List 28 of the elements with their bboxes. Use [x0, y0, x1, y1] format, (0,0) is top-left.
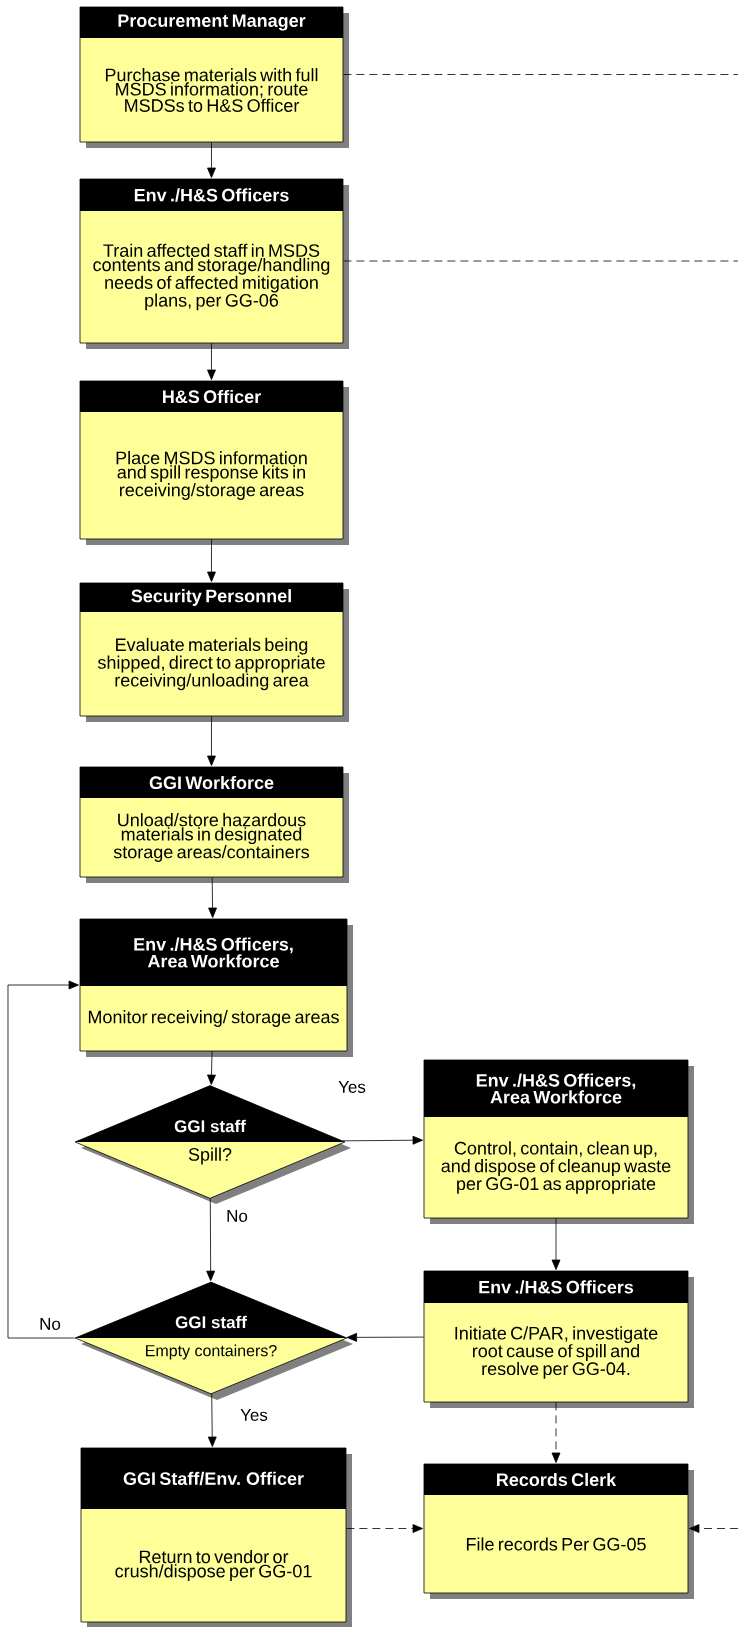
process-box: Env ./H&S Officers Initiate C/PAR, investigate root cause of spill and resolve per GG-04. — [423, 1270, 694, 1408]
process-box: H&S Officer Place MSDS information and spill response kits in receiving/storage areas — [79, 380, 349, 545]
edge-label: No — [225, 1209, 249, 1223]
arrow — [207, 716, 216, 766]
arrow — [207, 142, 216, 178]
arrow — [346, 1332, 424, 1342]
arrow — [207, 1393, 217, 1447]
process-box: Records Clerk File records Per GG-05 — [423, 1463, 694, 1599]
arrow — [342, 1135, 423, 1145]
arrow — [207, 539, 216, 582]
arrow — [551, 1402, 561, 1463]
arrow — [551, 1218, 561, 1270]
edge-label: Yes — [239, 1408, 269, 1422]
arrow — [207, 343, 216, 380]
process-box: Security Personnel Evaluate materials being shipped, direct to appropriate receiving/unloading area — [79, 582, 349, 722]
arrow — [208, 877, 217, 918]
arrow — [346, 1524, 423, 1533]
process-box: Procurement Manager Purchase materials with full MSDS information; route MSDSs to H&S Officer — [79, 6, 349, 148]
arrow — [7, 980, 79, 1339]
process-box: GGI Staff/Env. Officer Return to vendor or crush/dispose per GG-01 — [80, 1447, 352, 1627]
process-box: Env ./H&S Officers Train affected staff in MSDS contents and storage/handling needs of affected mitigation plans, per GG-06 — [79, 178, 349, 349]
arrow — [207, 1051, 216, 1085]
arrow — [206, 1198, 216, 1282]
process-box: GGI Workforce Unload/store hazardous materials in designated storage areas/containers — [79, 766, 349, 883]
process-box: Env ./H&S Officers, Area Workforce Control, contain, clean up, and dispose of cleanup waste per GG-01 as appropriate — [423, 1059, 694, 1224]
edge-label: No — [38, 1317, 62, 1331]
process-box: Env ./H&S Officers, Area Workforce Monitor receiving/ storage areas — [79, 918, 353, 1057]
arrow — [689, 1524, 738, 1533]
